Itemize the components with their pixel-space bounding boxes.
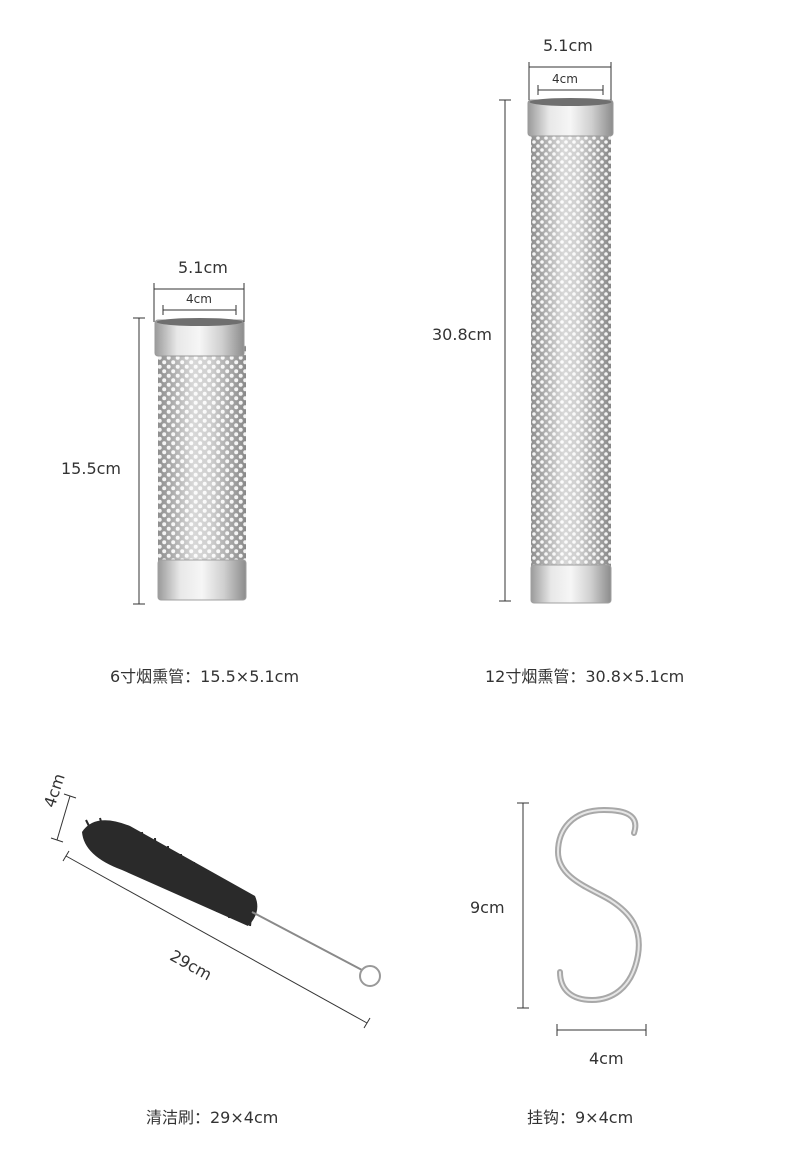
brush-dimension-lines [50, 793, 371, 1029]
s-hook-highlight [556, 808, 640, 1002]
small-smoker-tube [154, 318, 247, 601]
large-smoker-tube [527, 98, 614, 604]
hook-height-label: 9cm [470, 898, 505, 917]
large-tube-height-label: 30.8cm [432, 325, 493, 344]
brush-caption: 清洁刷：29×4cm [146, 1108, 279, 1127]
hook-width-label: 4cm [589, 1049, 624, 1068]
large-tube-dimension-lines [499, 62, 612, 602]
large-tube-inner-diameter-label: 4cm [552, 72, 578, 86]
small-tube-outer-diameter-label: 5.1cm [178, 258, 228, 277]
hook-caption: 挂钩：9×4cm [527, 1108, 634, 1127]
large-tube-caption: 12寸烟熏管：30.8×5.1cm [485, 667, 685, 686]
small-tube-caption: 6寸烟熏管：15.5×5.1cm [110, 667, 300, 686]
s-hook [554, 806, 642, 1004]
hook-dimension-lines [517, 802, 647, 1036]
small-tube-dimension-lines [133, 283, 245, 605]
small-tube-height-label: 15.5cm [61, 459, 122, 478]
large-tube-outer-diameter-label: 5.1cm [543, 36, 593, 55]
small-tube-inner-diameter-label: 4cm [186, 292, 212, 306]
cleaning-brush [82, 817, 381, 987]
